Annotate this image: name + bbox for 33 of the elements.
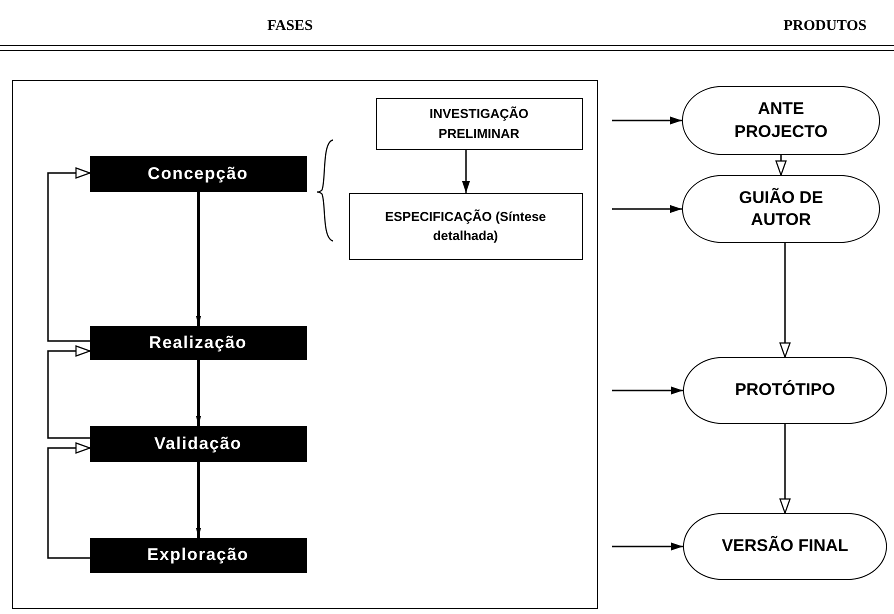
arrow xyxy=(196,192,201,326)
product-label: ANTE PROJECTO xyxy=(733,98,829,142)
phase-box xyxy=(90,156,306,192)
arrow xyxy=(196,462,201,538)
phase-box xyxy=(90,326,306,360)
arrow xyxy=(196,360,201,426)
arrow xyxy=(612,116,682,124)
task-label: INVESTIGAÇÃO PRELIMINAR xyxy=(428,105,530,142)
column-heading: FASES xyxy=(267,18,313,35)
product-label: GUIÃO DE AUTOR xyxy=(738,186,824,231)
arrow xyxy=(612,542,683,550)
phase-box xyxy=(90,538,306,572)
phase-label: Concepção xyxy=(148,164,248,184)
arrow xyxy=(47,442,91,559)
arrow xyxy=(462,150,470,193)
product-label: VERSÃO FINAL xyxy=(722,535,848,558)
product-label: PROTÓTIPO xyxy=(734,379,836,402)
phase-frame xyxy=(12,80,598,609)
phase-box xyxy=(90,426,306,462)
task-label: ESPECIFICAÇÃO (Síntese detalhada) xyxy=(384,208,548,245)
task-box xyxy=(348,192,582,260)
task-box xyxy=(376,98,582,150)
arrow xyxy=(779,243,791,358)
arrow xyxy=(779,424,791,514)
phase-label: Exploração xyxy=(147,545,249,565)
arrow xyxy=(47,345,91,439)
arrow xyxy=(612,205,682,213)
arrow xyxy=(612,386,683,394)
phase-label: Realização xyxy=(149,332,247,352)
phase-label: Validação xyxy=(154,434,242,454)
arrow xyxy=(47,167,91,342)
arrow xyxy=(775,155,787,176)
column-heading: PRODUTOS xyxy=(783,18,867,35)
